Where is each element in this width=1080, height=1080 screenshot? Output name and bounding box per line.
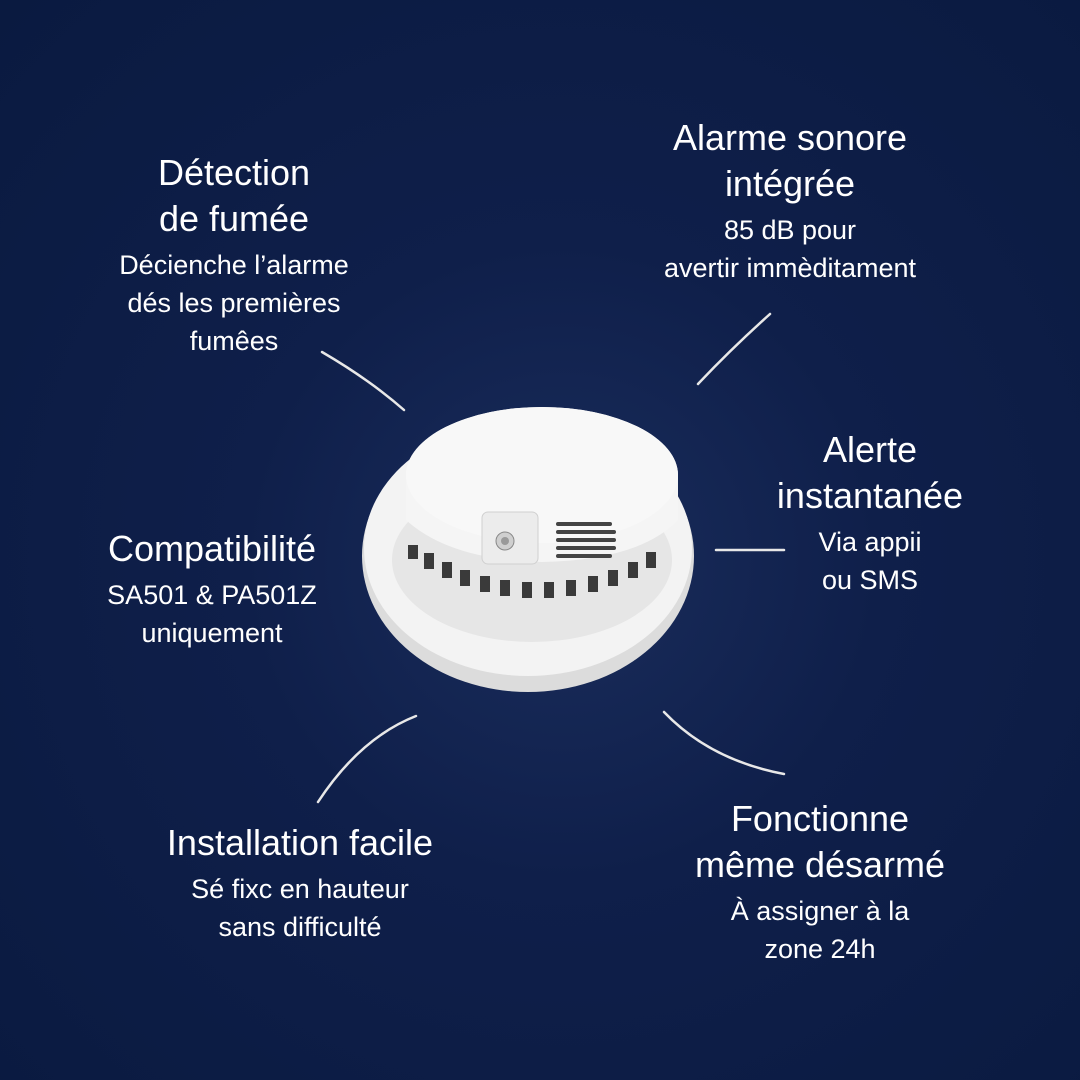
feature-desc: SA501 & PA501Z uniquement — [107, 580, 317, 648]
feature-works-disarmed: Fonctionne même désarmé À assigner à la … — [660, 796, 980, 968]
feature-title: Fonctionne même désarmé — [694, 798, 946, 885]
feature-compatibility: Compatibilité SA501 & PA501Z uniquement — [72, 526, 352, 652]
connector-lines — [316, 312, 786, 804]
smoke-detector — [362, 407, 694, 692]
feature-desc: 85 dB pour avertir immèditament — [663, 215, 917, 283]
feature-desc: À assigner à la zone 24h — [730, 896, 910, 964]
connector-24h — [662, 710, 786, 776]
feature-sound-alarm: Alarme sonore intégrée 85 dB pour averti… — [620, 115, 960, 287]
feature-easy-install: Installation facile Sé fixc en hauteur s… — [130, 820, 470, 946]
connector-smoke — [320, 350, 406, 412]
feature-desc: Via appii ou SMS — [818, 527, 922, 595]
feature-desc: Décienche l’alarme dés les premières fum… — [119, 250, 349, 356]
feature-title: Détection de fumée — [157, 152, 311, 239]
speaker-grille — [556, 522, 616, 558]
feature-smoke-detection: Détection de fumée Décienche l’alarme dé… — [84, 150, 384, 360]
connector-alarm — [696, 312, 772, 386]
feature-title: Installation facile — [166, 822, 434, 863]
feature-desc: Sé fixc en hauteur sans difficulté — [191, 874, 409, 942]
feature-title: Compatibilité — [107, 528, 317, 569]
vent-slots — [408, 545, 656, 598]
feature-title: Alerte instantanée — [776, 429, 964, 516]
feature-title: Alarme sonore intégrée — [672, 117, 908, 204]
feature-instant-alert: Alerte instantanée Via appii ou SMS — [750, 427, 990, 599]
connector-install — [316, 714, 418, 804]
